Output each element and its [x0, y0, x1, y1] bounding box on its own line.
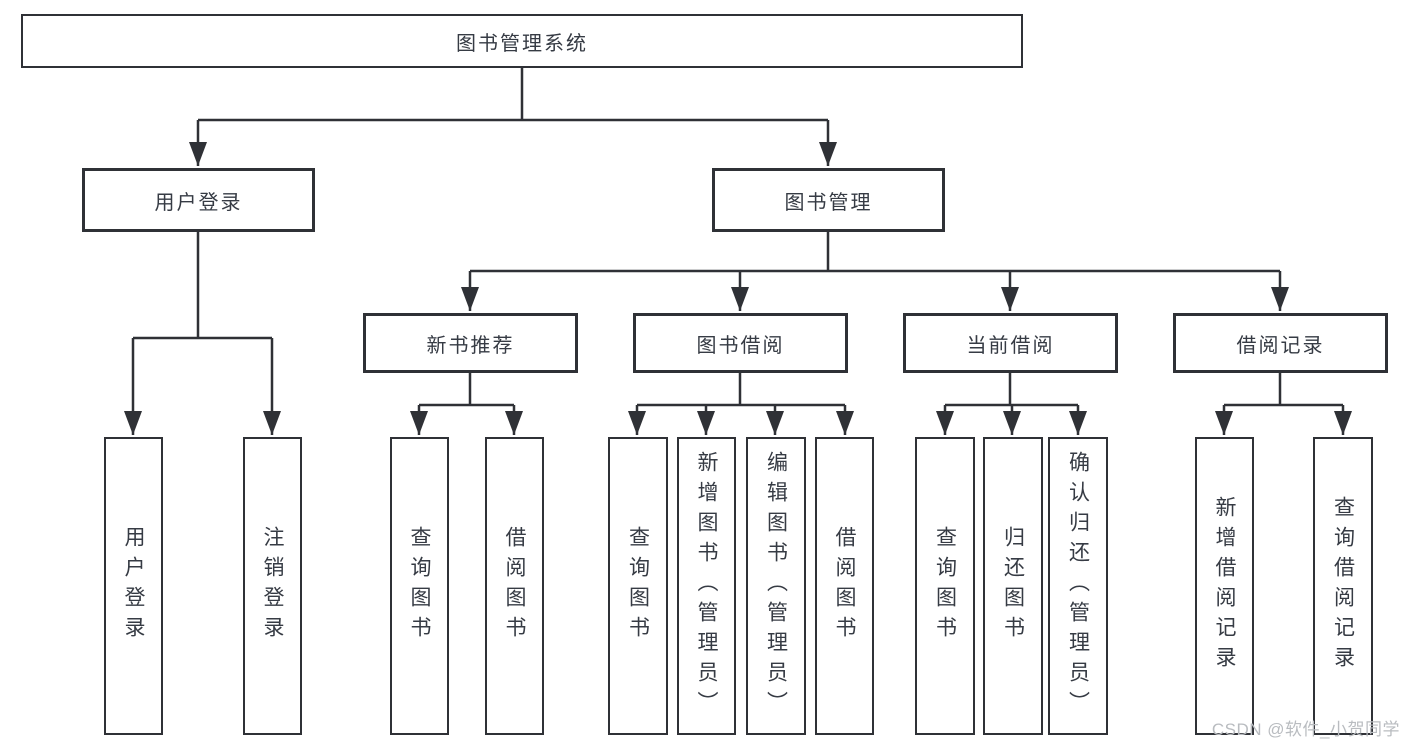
leaf-label: 归还图书	[1001, 526, 1025, 646]
leaf-label: 新增图书（管理员）	[695, 451, 718, 721]
leaf-query-books-recommend: 查询图书	[390, 437, 449, 735]
leaf-label: 查询图书	[408, 526, 431, 646]
leaf-query-books-current: 查询图书	[915, 437, 975, 735]
leaf-query-books-borrow: 查询图书	[608, 437, 668, 735]
leaf-edit-books-admin: 编辑图书（管理员）	[746, 437, 806, 735]
leaf-query-borrow-record: 查询借阅记录	[1313, 437, 1373, 735]
leaf-add-books-admin: 新增图书（管理员）	[677, 437, 736, 735]
node-book-management: 图书管理	[712, 168, 945, 232]
leaf-confirm-return-admin: 确认归还（管理员）	[1048, 437, 1108, 735]
leaf-label: 编辑图书（管理员）	[764, 451, 788, 721]
leaf-label: 用户登录	[122, 526, 145, 646]
node-library-management-system: 图书管理系统	[21, 14, 1023, 68]
leaf-label: 查询图书	[626, 526, 650, 646]
leaf-label: 新增借阅记录	[1213, 496, 1236, 676]
node-user-login: 用户登录	[82, 168, 315, 232]
node-current-borrow: 当前借阅	[903, 313, 1118, 373]
node-borrow-records: 借阅记录	[1173, 313, 1388, 373]
leaf-return-books: 归还图书	[983, 437, 1043, 735]
node-book-borrow: 图书借阅	[633, 313, 848, 373]
leaf-borrow-books: 借阅图书	[815, 437, 874, 735]
leaf-label: 借阅图书	[833, 526, 856, 646]
leaf-borrow-books-recommend: 借阅图书	[485, 437, 544, 735]
leaf-logout: 注销登录	[243, 437, 302, 735]
node-new-book-recommend: 新书推荐	[363, 313, 578, 373]
leaf-label: 查询图书	[933, 526, 957, 646]
leaf-add-borrow-record: 新增借阅记录	[1195, 437, 1254, 735]
leaf-label: 借阅图书	[503, 526, 526, 646]
leaf-user-login: 用户登录	[104, 437, 163, 735]
leaf-label: 注销登录	[261, 526, 284, 646]
leaf-label: 确认归还（管理员）	[1066, 451, 1090, 721]
leaf-label: 查询借阅记录	[1331, 496, 1355, 676]
csdn-watermark: CSDN @软件_小贺同学	[1211, 720, 1400, 739]
